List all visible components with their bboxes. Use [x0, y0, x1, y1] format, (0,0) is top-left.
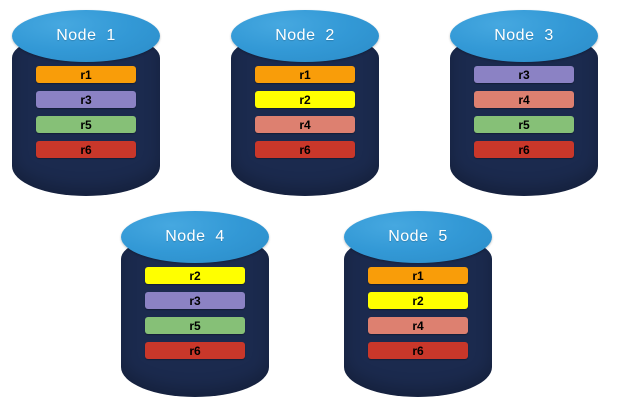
shard-bar[interactable]: r4 — [474, 91, 574, 108]
shard-bar[interactable]: r3 — [145, 292, 245, 309]
shard-bar[interactable]: r5 — [474, 116, 574, 133]
shard-bar[interactable]: r6 — [474, 141, 574, 158]
shard-bar[interactable]: r2 — [368, 292, 468, 309]
shard-bar[interactable]: r1 — [36, 66, 136, 83]
shard-bar[interactable]: r1 — [255, 66, 355, 83]
shard-list: r1 r3 r5 r6 — [36, 66, 136, 158]
shard-bar[interactable]: r1 — [368, 267, 468, 284]
shard-list: r1 r2 r4 r6 — [368, 267, 468, 359]
shard-bar[interactable]: r6 — [255, 141, 355, 158]
shard-list: r1 r2 r4 r6 — [255, 66, 355, 158]
shard-bar[interactable]: r6 — [145, 342, 245, 359]
shard-bar[interactable]: r3 — [36, 91, 136, 108]
shard-bar[interactable]: r5 — [36, 116, 136, 133]
shard-list: r2 r3 r5 r6 — [145, 267, 245, 359]
node-cylinder-top-ellipse — [121, 211, 269, 263]
shard-bar[interactable]: r6 — [368, 342, 468, 359]
shard-bar[interactable]: r6 — [36, 141, 136, 158]
node-cylinder-top-ellipse — [231, 10, 379, 62]
shard-list: r3 r4 r5 r6 — [474, 66, 574, 158]
shard-bar[interactable]: r2 — [255, 91, 355, 108]
shard-bar[interactable]: r5 — [145, 317, 245, 334]
shard-bar[interactable]: r3 — [474, 66, 574, 83]
node-cylinder-top-ellipse — [450, 10, 598, 62]
node-cylinder-top-ellipse — [344, 211, 492, 263]
node-cylinder-top-ellipse — [12, 10, 160, 62]
shard-bar[interactable]: r2 — [145, 267, 245, 284]
shard-bar[interactable]: r4 — [255, 116, 355, 133]
shard-bar[interactable]: r4 — [368, 317, 468, 334]
